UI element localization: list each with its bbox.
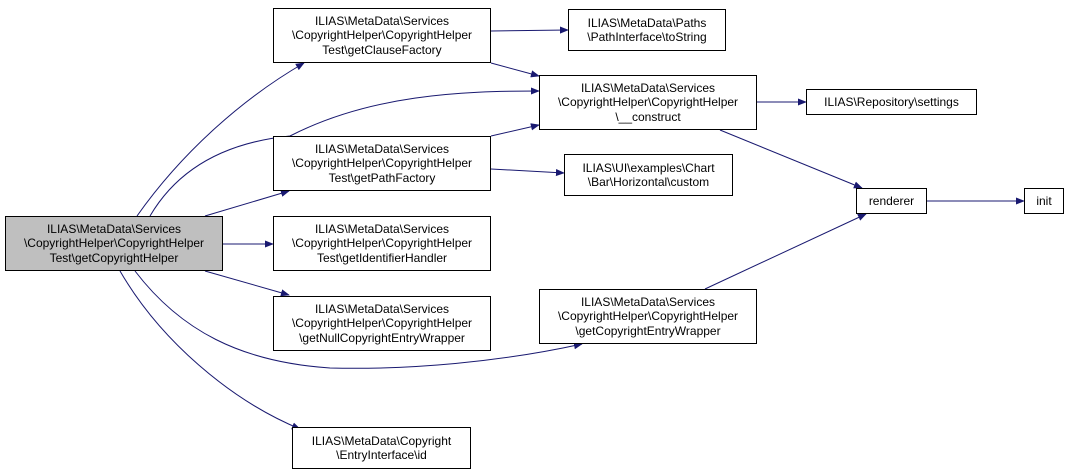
node-label-line: \CopyrightHelper\CopyrightHelper [291,28,473,43]
node-label-line: \CopyrightHelper\CopyrightHelper [291,156,473,171]
node-get-identifier-handler[interactable]: ILIAS\MetaData\Services \CopyrightHelper… [273,216,491,271]
node-entry-interface-id[interactable]: ILIAS\MetaData\Copyright \EntryInterface… [292,427,471,469]
node-label-line: ILIAS\Repository\settings [824,94,959,109]
node-label-line: \PathInterface\toString [587,30,707,44]
node-label-line: \CopyrightHelper\CopyrightHelper [291,236,473,251]
node-copyright-helper-test-get-copyright-helper[interactable]: ILIAS\MetaData\Services \CopyrightHelper… [5,216,223,271]
node-get-copyright-entry-wrapper[interactable]: ILIAS\MetaData\Services \CopyrightHelper… [539,289,757,344]
node-label-line: ILIAS\MetaData\Services [46,221,182,236]
node-renderer[interactable]: renderer [856,188,927,214]
node-label-line: \CopyrightHelper\CopyrightHelper [557,309,739,324]
node-label-line: \Bar\Horizontal\custom [587,175,710,189]
node-label-line: \getCopyrightEntryWrapper [575,323,721,338]
edge-layer [119,26,1025,430]
node-label-line: ILIAS\MetaData\Paths [587,15,707,30]
node-label-line: ILIAS\MetaData\Services [580,80,716,95]
edge-path-factory-to-chart-custom [490,168,565,177]
edge-entry-wrapper-to-renderer [704,213,867,290]
node-label-line: ILIAS\MetaData\Services [314,301,450,316]
node-label-line: \CopyrightHelper\CopyrightHelper [291,316,473,331]
node-path-interface-to-string[interactable]: ILIAS\MetaData\Paths \PathInterface\toSt… [568,9,726,51]
node-label-line: Test\getPathFactory [328,170,436,185]
node-label-line: ILIAS\MetaData\Services [314,141,450,156]
node-label-line: renderer [868,193,915,208]
node-get-path-factory[interactable]: ILIAS\MetaData\Services \CopyrightHelper… [273,136,491,191]
node-label-line: ILIAS\MetaData\Copyright [311,433,452,448]
node-label-line: ILIAS\MetaData\Services [314,221,450,236]
edge-path-factory-to-construct [490,123,540,137]
node-label-line: init [1036,193,1052,208]
edge-clause-factory-to-path-to-string [490,26,569,34]
edge-clause-factory-to-construct [490,62,540,78]
node-label-line: \__construct [615,109,681,124]
node-label-line: \EntryInterface\id [336,448,427,462]
node-get-null-copyright-entry-wrapper[interactable]: ILIAS\MetaData\Services \CopyrightHelper… [273,296,491,351]
edge-root-to-clause-factory [136,62,305,217]
node-label-line: ILIAS\UI\examples\Chart [582,160,715,175]
edge-root-to-path-factory [204,189,290,217]
node-label-line: Test\getCopyrightHelper [49,250,179,265]
edge-root-to-construct [149,87,540,217]
node-repository-settings[interactable]: ILIAS\Repository\settings [806,89,977,115]
node-get-clause-factory[interactable]: ILIAS\MetaData\Services \CopyrightHelper… [273,8,491,63]
edge-root-to-entry-interface-id [119,270,301,430]
edge-root-to-entry-wrapper [134,270,583,369]
edge-root-to-null-entry-wrapper [204,270,290,297]
node-label-line: ILIAS\MetaData\Services [580,294,716,309]
node-label-line: Test\getIdentifierHandler [316,250,448,265]
node-label-line: ILIAS\MetaData\Services [314,13,450,28]
node-copyright-helper-construct[interactable]: ILIAS\MetaData\Services \CopyrightHelper… [539,75,757,130]
node-init[interactable]: init [1024,188,1064,214]
node-label-line: \getNullCopyrightEntryWrapper [299,330,465,345]
node-label-line: \CopyrightHelper\CopyrightHelper [557,95,739,110]
node-chart-bar-horizontal-custom[interactable]: ILIAS\UI\examples\Chart \Bar\Horizontal\… [564,154,733,196]
node-label-line: Test\getClauseFactory [322,42,442,57]
edge-construct-to-renderer [719,129,863,189]
node-label-line: \CopyrightHelper\CopyrightHelper [23,236,205,251]
